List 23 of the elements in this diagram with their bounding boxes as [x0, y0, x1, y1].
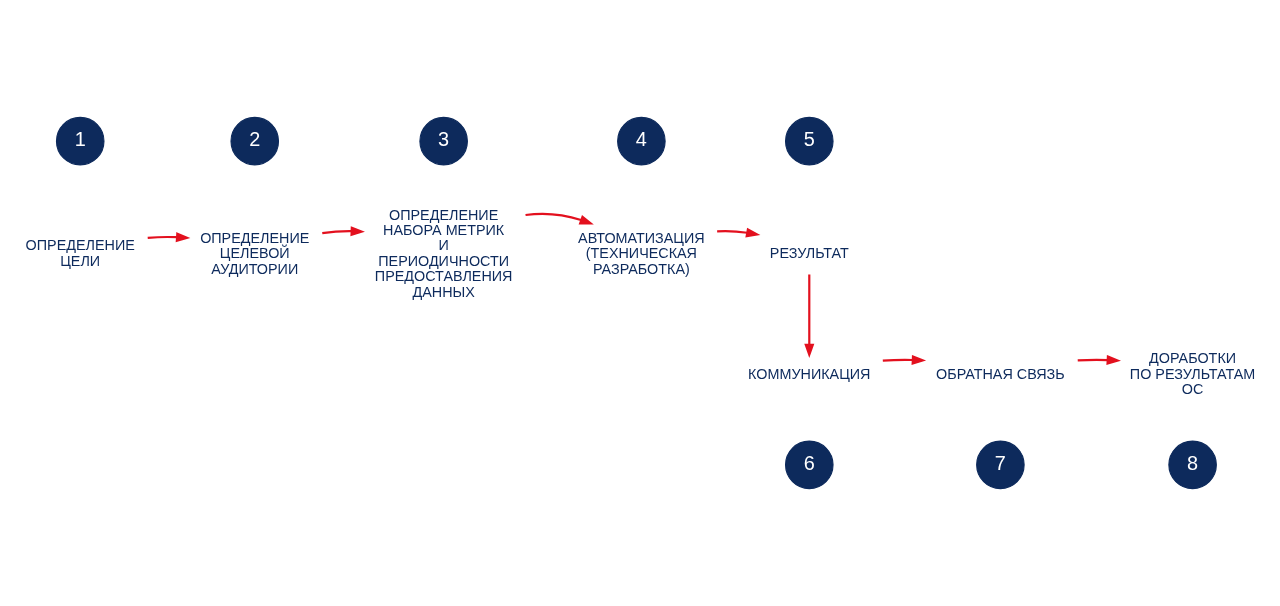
node-circle: 6: [785, 440, 834, 490]
node-circle: 5: [785, 116, 834, 166]
arrow: [147, 232, 191, 243]
node-circle: 2: [230, 116, 280, 166]
node-circle: 7: [976, 440, 1025, 490]
node-text: РЕЗУЛЬТАТ: [769, 245, 849, 262]
node-circle: 8: [1168, 440, 1217, 490]
arrow: [1077, 355, 1121, 366]
node-text: ОПРЕДЕЛЕНИЕ ЦЕЛЕВОЙ АУДИТОРИИ: [200, 229, 310, 277]
node-text: ОБРАТНАЯ СВЯЗЬ: [936, 365, 1065, 382]
node-text: ДОРАБОТКИ ПО РЕЗУЛЬТАТАМ ОС: [1129, 350, 1256, 398]
arrow: [882, 354, 927, 365]
node-text: ОПРЕДЕЛЕНИЕ ЦЕЛИ: [25, 237, 135, 269]
arrow: [322, 226, 365, 237]
node-text: ОПРЕДЕЛЕНИЕ НАБОРА МЕТРИК И ПЕРИОДИЧНОСТИ ПРЕДОСТАВЛЕНИЯ ДАННЫХ: [374, 206, 513, 300]
node-text: КОММУНИКАЦИЯ: [748, 365, 871, 382]
arrow: [717, 227, 761, 238]
node-circle: 4: [617, 116, 666, 166]
node-circle: 1: [55, 116, 105, 166]
arrow: [525, 212, 594, 225]
arrow: [804, 274, 815, 359]
node-text: АВТОМАТИЗАЦИЯ (ТЕХНИЧЕСКАЯ РАЗРАБОТКА): [578, 229, 705, 277]
node-circle: 3: [419, 116, 468, 166]
